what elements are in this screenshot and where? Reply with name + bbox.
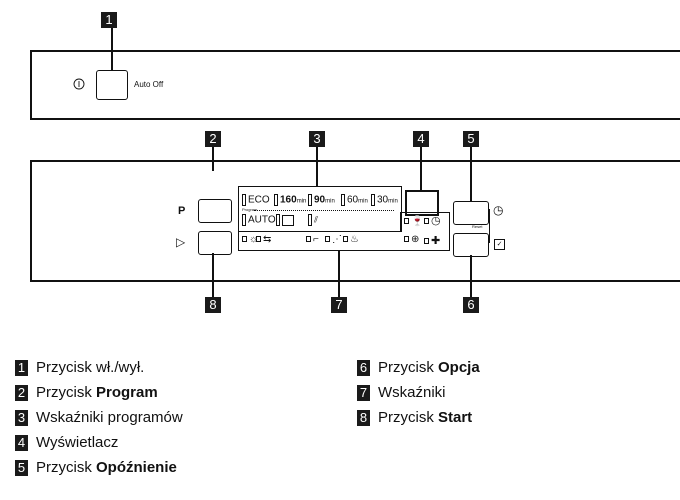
- rinse-icon: ⫽: [314, 214, 319, 225]
- clock-icon: ◷: [431, 215, 441, 227]
- program-prewash: [276, 214, 294, 226]
- reset-bracket: [487, 209, 490, 243]
- delay-clock-icon: ◷: [493, 203, 504, 217]
- callout-6: 6: [463, 297, 479, 313]
- callout-line-8: [212, 253, 214, 297]
- display: [405, 190, 439, 216]
- callout-line-7: [338, 250, 340, 297]
- heat-indicator: ♨: [343, 234, 359, 245]
- delay-button[interactable]: [453, 201, 489, 225]
- puzzle-indicator: ✚: [424, 234, 440, 247]
- control-panel-top: [30, 50, 680, 120]
- start-icon: ▷: [176, 235, 186, 249]
- tray-plus-icon: ⊕: [411, 234, 420, 245]
- power-button[interactable]: [96, 70, 128, 100]
- program-eco: ECO: [242, 194, 270, 206]
- callout-line-4: [420, 147, 422, 192]
- callout-line-2: [212, 147, 214, 171]
- clock-indicator: ◷: [424, 214, 441, 227]
- tray-indicator: ⊕: [404, 234, 419, 245]
- start-button[interactable]: [198, 231, 232, 255]
- sun-indicator: ☼: [242, 234, 258, 245]
- pre-wash-icon: [282, 214, 294, 226]
- rinse-aid-indicator: ⌐: [306, 234, 319, 245]
- spray-indicator: ⋰: [325, 234, 342, 245]
- control-panel-bottom: [30, 160, 680, 282]
- program-progress-line: [254, 210, 394, 211]
- program-symbol: P: [178, 205, 186, 217]
- callout-4: 4: [413, 131, 429, 147]
- callout-2: 2: [205, 131, 221, 147]
- glass-icon: 🍷: [411, 216, 424, 227]
- program-30: 30min: [371, 194, 398, 206]
- program-indicators-panel: [238, 186, 402, 232]
- program-auto: AUTO: [242, 214, 276, 226]
- callout-1: 1: [101, 12, 117, 28]
- sun-icon: ☼: [249, 234, 259, 245]
- heat-icon: ♨: [350, 234, 359, 245]
- callout-line-6: [470, 255, 472, 297]
- callout-5: 5: [463, 131, 479, 147]
- program-rinse: ⫽: [308, 214, 318, 226]
- callout-line-3: [316, 147, 318, 187]
- puzzle-icon: ✚: [431, 235, 441, 247]
- power-icon: [73, 77, 85, 90]
- rinse-aid-icon: ⌐: [313, 234, 319, 245]
- option-button[interactable]: [453, 233, 489, 257]
- callout-7: 7: [331, 297, 347, 313]
- program-button[interactable]: [198, 199, 232, 223]
- callout-line-5: [470, 147, 472, 207]
- program-90: 90min: [308, 194, 335, 206]
- glass-indicator: 🍷: [404, 216, 423, 227]
- indicators-panel-upper: [400, 212, 450, 231]
- program-60: 60min: [341, 194, 368, 206]
- program-160: 160min: [274, 194, 306, 206]
- reset-label: Reset: [472, 224, 483, 229]
- spray-icon: ⋰: [332, 234, 342, 245]
- callout-8: 8: [205, 297, 221, 313]
- callout-3: 3: [309, 131, 325, 147]
- recycle-indicator: ⇆: [256, 234, 271, 245]
- auto-off-label: Auto Off: [134, 80, 164, 89]
- option-check-icon: ✓: [494, 239, 505, 250]
- recycle-icon: ⇆: [263, 234, 272, 245]
- program-label: Program: [242, 207, 258, 212]
- indicators-panel: [238, 230, 450, 251]
